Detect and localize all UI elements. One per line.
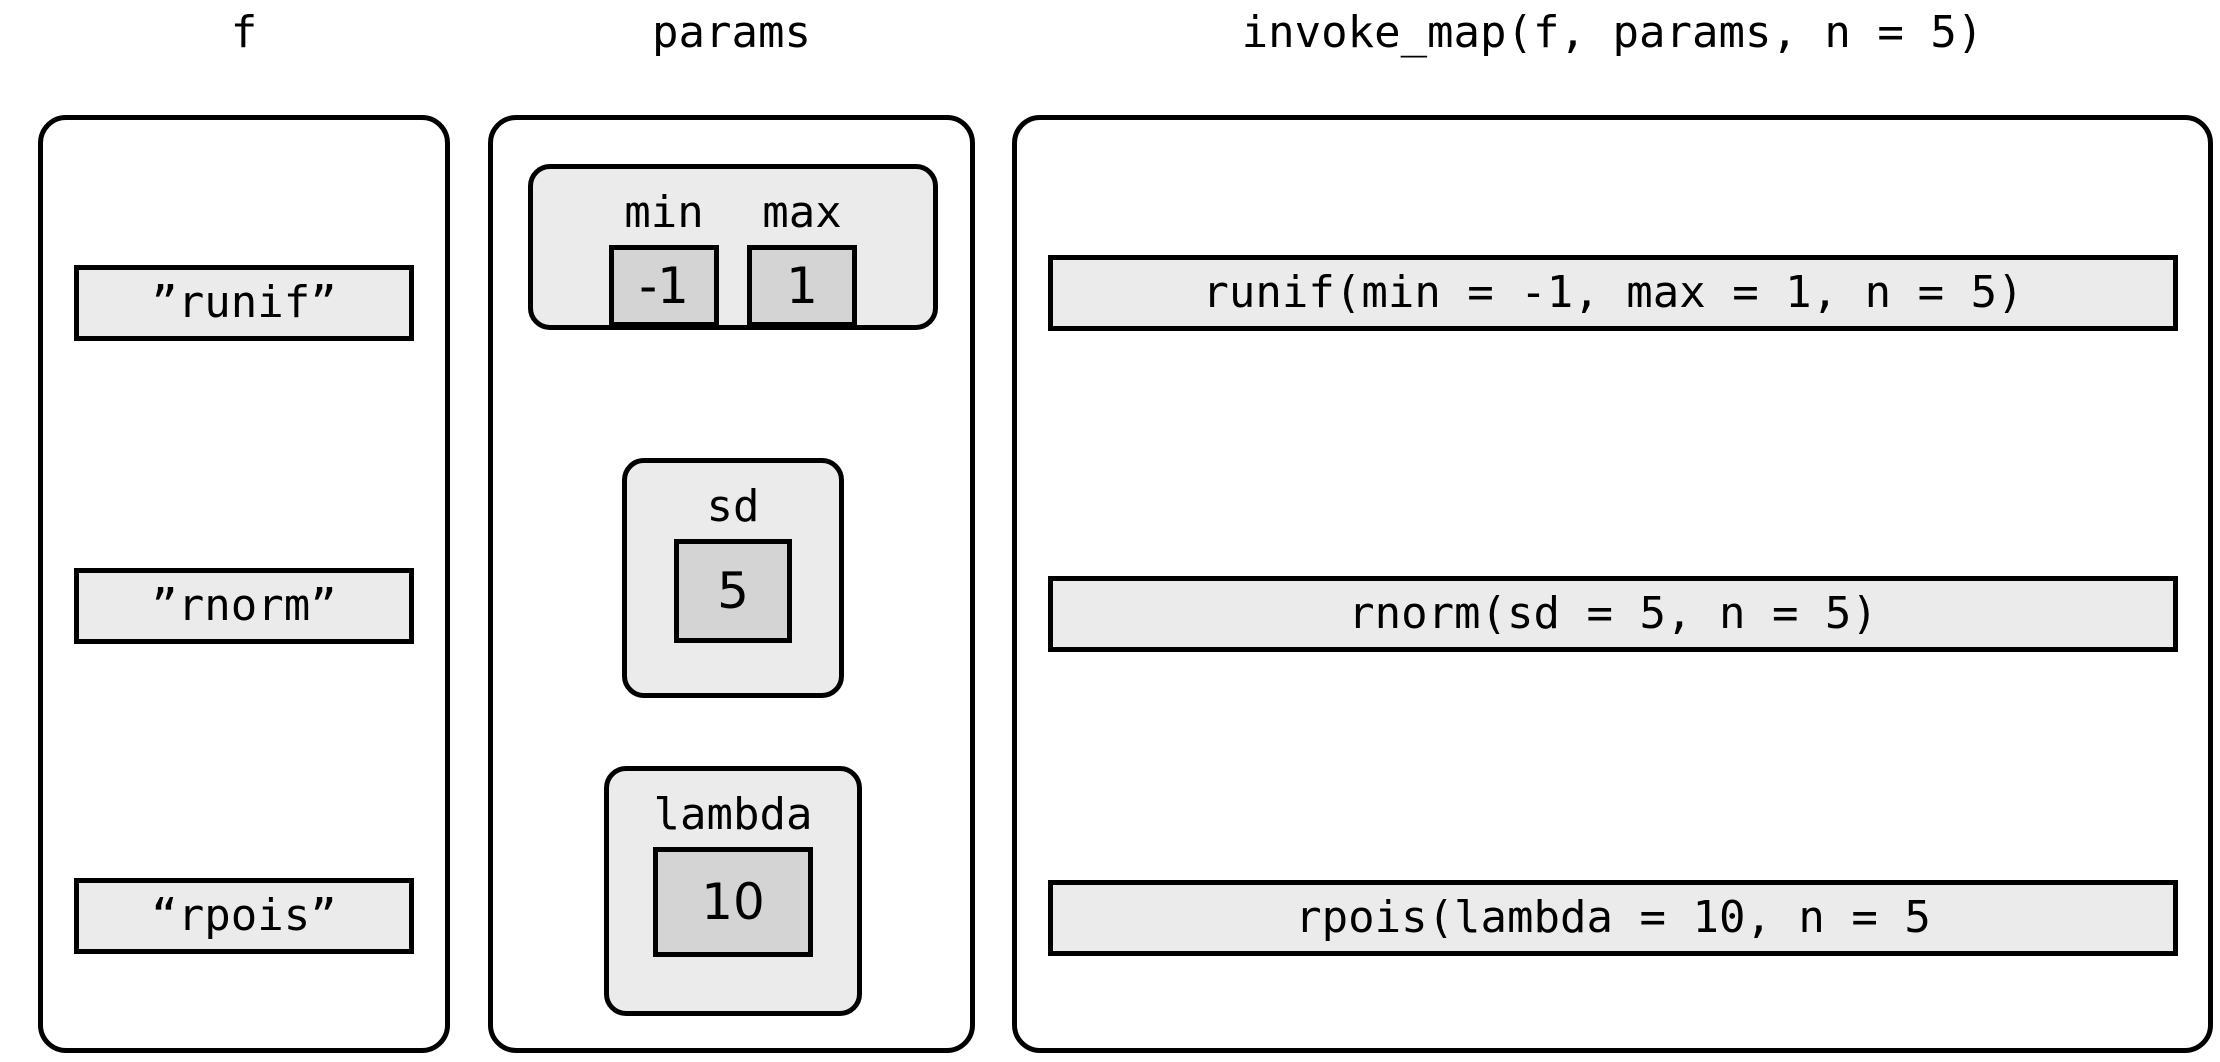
invoke-call-runif[interactable]: runif(min = -1, max = 1, n = 5) xyxy=(1048,255,2178,331)
f-item-runif[interactable]: ”runif” xyxy=(74,265,414,341)
param-label-min: min xyxy=(624,187,704,238)
param-cell-min: min -1 xyxy=(609,187,719,327)
invoke-call-rnorm[interactable]: rnorm(sd = 5, n = 5) xyxy=(1048,576,2178,652)
param-label-lambda: lambda xyxy=(653,789,813,840)
param-value-lambda[interactable]: 10 xyxy=(653,847,813,957)
param-label-max: max xyxy=(762,187,842,238)
param-value-min[interactable]: -1 xyxy=(609,245,719,327)
param-cell-max: max 1 xyxy=(747,187,857,327)
param-group-rnorm: sd 5 xyxy=(622,458,844,698)
param-value-max[interactable]: 1 xyxy=(747,245,857,327)
param-group-rpois: lambda 10 xyxy=(604,766,862,1016)
column-title-params: params xyxy=(652,7,811,58)
column-title-f: f xyxy=(230,7,258,58)
param-group-runif: min -1 max 1 xyxy=(528,164,938,330)
invoke-call-rpois[interactable]: rpois(lambda = 10, n = 5 xyxy=(1048,880,2178,956)
param-cell-lambda: lambda 10 xyxy=(653,789,813,957)
param-value-sd[interactable]: 5 xyxy=(674,539,792,643)
f-item-rpois[interactable]: “rpois” xyxy=(74,878,414,954)
param-label-sd: sd xyxy=(706,481,760,532)
column-title-invoke-map: invoke_map(f, params, n = 5) xyxy=(1241,7,1984,58)
param-cell-sd: sd 5 xyxy=(674,481,792,643)
f-item-rnorm[interactable]: ”rnorm” xyxy=(74,568,414,644)
